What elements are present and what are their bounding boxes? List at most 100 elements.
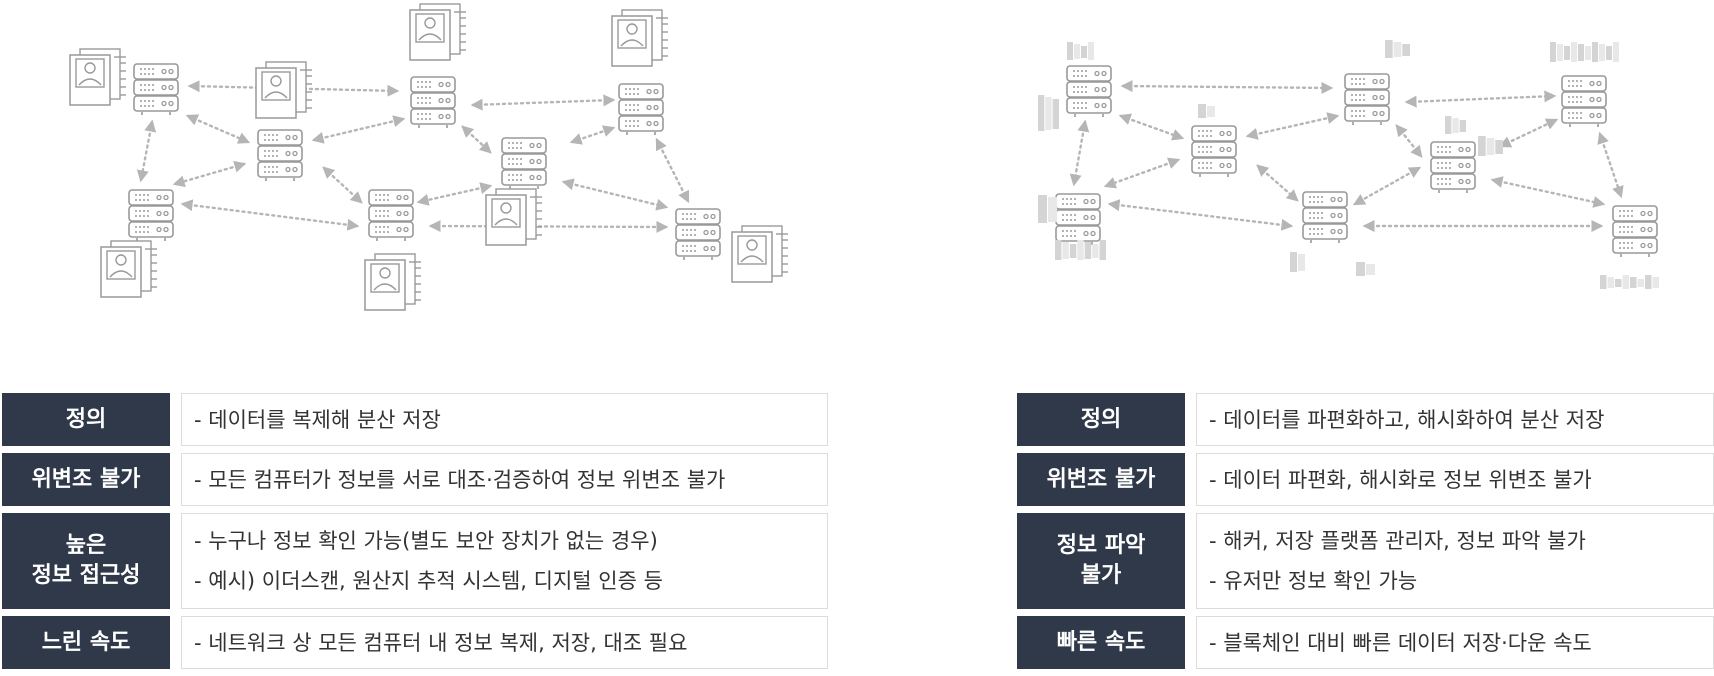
connection-arrow	[561, 178, 669, 211]
row-label-text: 높은	[65, 533, 107, 558]
connection-arrow	[1118, 113, 1185, 141]
server-icon	[501, 137, 547, 189]
table-row: 느린 속도 - 네트워크 상 모든 컴퓨터 내 정보 복제, 저장, 대조 필요	[0, 616, 828, 669]
table-row: 위변조 불가 - 데이터 파편화, 해시화로 정보 위변조 불가	[1015, 453, 1714, 506]
connection-arrow	[1256, 164, 1299, 202]
row-content-line: - 누구나 정보 확인 가능(별도 보안 장치가 없는 경우)	[194, 529, 658, 553]
server-icon	[1066, 65, 1112, 117]
user-document-icon	[611, 9, 668, 67]
connection-arrow	[1107, 199, 1294, 231]
connection-arrow	[569, 125, 616, 145]
row-label: 빠른 속도	[1017, 616, 1185, 669]
fragment-icon	[1067, 42, 1094, 60]
row-content: - 블록체인 대비 빠른 데이터 저장·다운 속도	[1196, 616, 1714, 669]
table-row: 정의 - 데이터를 복제해 분산 저장	[0, 393, 828, 446]
user-document-icon	[364, 253, 421, 311]
connection-arrow	[461, 125, 492, 154]
server-icon	[1430, 141, 1476, 193]
row-label-text: 위변조 불가	[31, 466, 141, 492]
row-content-line: - 예시) 이더스캔, 원산지 추적 시스템, 디지털 인증 등	[194, 569, 663, 593]
connection-arrow	[1103, 157, 1181, 189]
fragment-icon	[1038, 195, 1057, 223]
right-network-diagram	[1038, 40, 1659, 289]
row-label-text: 위변조 불가	[1046, 466, 1156, 492]
row-label-text: 정의	[65, 406, 107, 432]
fragment-icon	[1550, 42, 1619, 62]
fragment-icon	[1356, 262, 1375, 276]
row-content: - 데이터 파편화, 해시화로 정보 위변조 불가	[1196, 453, 1714, 506]
row-content-line: - 유저만 정보 확인 가능	[1209, 569, 1418, 593]
connection-arrow	[470, 94, 616, 111]
row-content: - 모든 컴퓨터가 정보를 서로 대조·검증하여 정보 위변조 불가	[181, 453, 828, 506]
row-content: - 데이터를 파편화하고, 해시화하여 분산 저장	[1196, 393, 1714, 446]
connection-arrow	[185, 114, 251, 144]
row-label: 위변조 불가	[2, 453, 170, 506]
row-label: 정의	[1017, 393, 1185, 446]
connection-arrow	[1352, 166, 1422, 206]
server-icon	[618, 83, 664, 135]
fragment-icon	[1038, 95, 1059, 131]
table-row: 정의 - 데이터를 파편화하고, 해시화하여 분산 저장	[1015, 393, 1714, 446]
server-icon	[257, 129, 303, 181]
connection-arrow	[416, 182, 493, 206]
user-document-icon	[731, 225, 788, 283]
user-document-icon	[255, 61, 312, 119]
connection-arrow	[1597, 131, 1624, 199]
row-content-line: - 데이터를 복제해 분산 저장	[194, 407, 441, 432]
row-content-line: - 모든 컴퓨터가 정보를 서로 대조·검증하여 정보 위변조 불가	[194, 467, 726, 492]
fragment-icon	[1478, 136, 1503, 156]
row-label-text: 느린 속도	[41, 629, 131, 655]
connection-arrow	[136, 119, 157, 183]
fragment-icon	[1600, 275, 1659, 289]
row-content-line: - 블록체인 대비 빠른 데이터 저장·다운 속도	[1209, 630, 1592, 655]
connection-arrow	[1120, 80, 1334, 94]
row-content-line: - 데이터를 파편화하고, 해시화하여 분산 저장	[1209, 407, 1605, 432]
connection-arrow	[1498, 118, 1559, 148]
fragment-icon	[1198, 104, 1215, 118]
user-document-icon	[485, 188, 542, 246]
fragment-icon	[1385, 40, 1410, 58]
server-icon	[1561, 75, 1607, 127]
connection-arrow	[1404, 90, 1557, 108]
row-label-text: 정의	[1080, 406, 1122, 432]
row-label: 정의	[2, 393, 170, 446]
server-icon	[368, 189, 414, 241]
connection-arrow	[180, 199, 360, 231]
user-document-icon	[69, 48, 126, 106]
row-content: - 누구나 정보 확인 가능(별도 보안 장치가 없는 경우) - 예시) 이더스…	[181, 513, 828, 609]
row-label-text: 정보 접근성	[31, 563, 141, 588]
fragment-icon	[1445, 116, 1466, 134]
server-icon	[133, 63, 179, 115]
server-icon	[1191, 125, 1237, 177]
connection-arrow	[172, 160, 247, 188]
row-label: 위변조 불가	[1017, 453, 1185, 506]
server-icon	[1302, 191, 1348, 243]
row-content: - 네트워크 상 모든 컴퓨터 내 정보 복제, 저장, 대조 필요	[181, 616, 828, 669]
connection-arrow	[311, 115, 406, 144]
row-content-line: - 네트워크 상 모든 컴퓨터 내 정보 복제, 저장, 대조 필요	[194, 630, 688, 655]
server-icon	[410, 76, 456, 128]
server-icon	[1055, 193, 1101, 245]
user-document-icon	[100, 240, 157, 298]
server-icon	[128, 189, 174, 241]
server-icon	[1612, 205, 1658, 257]
fragment-icon	[1290, 252, 1305, 272]
row-content-line: - 해커, 저장 플랫폼 관리자, 정보 파악 불가	[1209, 529, 1586, 553]
row-label-text: 빠른 속도	[1056, 629, 1146, 655]
row-label-text: 정보 파악	[1056, 533, 1146, 558]
connection-arrow	[428, 220, 669, 233]
user-document-icon	[409, 3, 466, 61]
row-content-line: - 데이터 파편화, 해시화로 정보 위변조 불가	[1209, 467, 1592, 492]
connection-arrow	[1395, 124, 1423, 158]
row-content: - 데이터를 복제해 분산 저장	[181, 393, 828, 446]
table-row: 위변조 불가 - 모든 컴퓨터가 정보를 서로 대조·검증하여 정보 위변조 불가	[0, 453, 828, 506]
fragment-icon	[1055, 240, 1106, 260]
row-label-text: 불가	[1080, 563, 1122, 588]
table-row: 빠른 속도 - 블록체인 대비 빠른 데이터 저장·다운 속도	[1015, 616, 1714, 669]
connection-arrow	[655, 137, 690, 204]
